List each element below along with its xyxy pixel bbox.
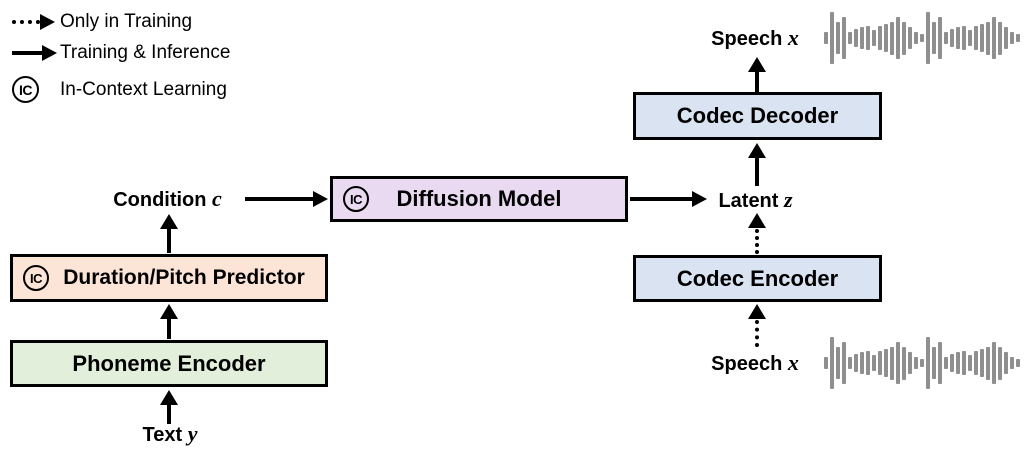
node-label: Codec Encoder: [676, 265, 839, 291]
legend-item-only-training: Only in Training: [12, 6, 230, 37]
condition-c-label: Condition c: [113, 186, 222, 211]
duration-pitch-predictor-node: IC Duration/Pitch Predictor: [10, 254, 328, 302]
legend-item-in-context: IC In-Context Learning: [12, 74, 230, 105]
solid-arrow-icon: [12, 44, 60, 61]
legend-label: In-Context Learning: [60, 78, 227, 100]
ic-badge-icon: IC: [12, 76, 39, 103]
legend-item-training-inference: Training & Inference: [12, 37, 230, 68]
arrow-duration-to-condition: [160, 214, 178, 253]
codec-decoder-node: Codec Decoder: [633, 92, 882, 140]
waveform-top-icon: [824, 8, 1022, 68]
ic-badge-icon: IC: [343, 186, 369, 212]
arrow-text-to-phoneme: [160, 390, 178, 424]
arrow-speech-to-encoder-dotted: [748, 304, 766, 347]
phoneme-encoder-node: Phoneme Encoder: [10, 340, 328, 387]
node-label: Phoneme Encoder: [72, 350, 266, 376]
arrow-condition-to-diffusion: [245, 191, 328, 207]
waveform-bottom-icon: [824, 333, 1022, 393]
latent-z-label: Latent z: [718, 187, 793, 212]
arrow-latent-to-decoder: [748, 143, 766, 186]
arrow-phoneme-to-duration: [160, 304, 178, 339]
speech-x-bottom-label: Speech x: [711, 350, 799, 375]
codec-encoder-node: Codec Encoder: [633, 255, 882, 302]
diffusion-model-node: IC Diffusion Model: [330, 176, 628, 222]
arrow-diffusion-to-latent: [630, 191, 707, 207]
arrow-decoder-to-speech: [748, 57, 766, 92]
node-label: Diffusion Model: [396, 186, 562, 211]
ic-badge-icon: IC: [23, 265, 49, 291]
node-label: Duration/Pitch Predictor: [63, 266, 305, 289]
speech-x-top-label: Speech x: [711, 25, 799, 50]
node-label: Codec Decoder: [676, 103, 839, 128]
text-y-label: Text y: [142, 421, 198, 446]
arrow-encoder-to-latent-dotted: [748, 213, 766, 254]
dotted-arrow-icon: [12, 13, 60, 30]
legend-label: Only in Training: [60, 10, 193, 32]
legend-label: Training & Inference: [60, 41, 231, 63]
legend: Only in Training Training & Inference IC…: [12, 6, 230, 105]
